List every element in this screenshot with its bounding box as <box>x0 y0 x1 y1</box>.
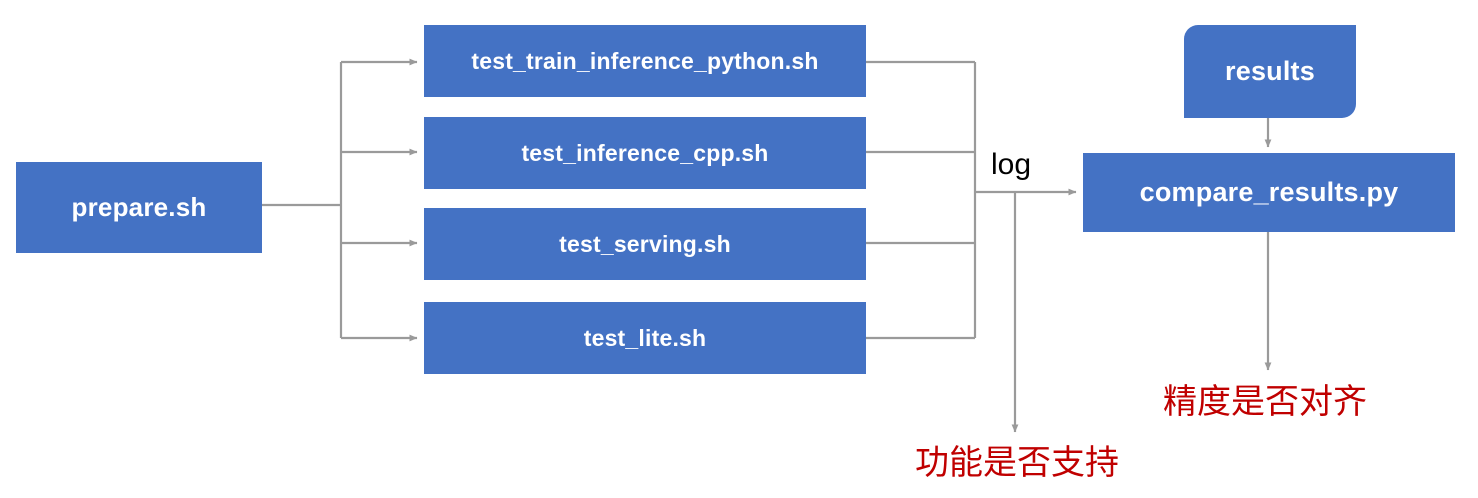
node-test-lite-sh[interactable]: test_lite.sh <box>424 302 866 374</box>
annotation-function-supported: 功能是否支持 <box>915 443 1119 483</box>
edge-label-log: log <box>991 148 1032 181</box>
node-test-lite-sh-label: test_lite.sh <box>583 324 707 351</box>
node-test-inference-cpp-sh[interactable]: test_inference_cpp.sh <box>424 117 866 189</box>
node-test-serving-sh-label: test_serving.sh <box>559 230 731 257</box>
node-prepare-sh[interactable]: prepare.sh <box>16 162 262 253</box>
node-results-label: results <box>1225 56 1315 86</box>
node-compare-results-py-label: compare_results.py <box>1139 177 1399 207</box>
annotation-precision-aligned: 精度是否对齐 <box>1163 382 1367 422</box>
node-prepare-sh-label: prepare.sh <box>71 192 207 222</box>
node-test-serving-sh[interactable]: test_serving.sh <box>424 208 866 280</box>
node-compare-results-py[interactable]: compare_results.py <box>1083 153 1455 232</box>
node-test-train-inference-python-sh[interactable]: test_train_inference_python.sh <box>424 25 866 97</box>
node-results[interactable]: results <box>1184 25 1356 118</box>
node-test-train-inference-python-sh-label: test_train_inference_python.sh <box>471 47 819 74</box>
node-test-inference-cpp-sh-label: test_inference_cpp.sh <box>521 139 769 166</box>
